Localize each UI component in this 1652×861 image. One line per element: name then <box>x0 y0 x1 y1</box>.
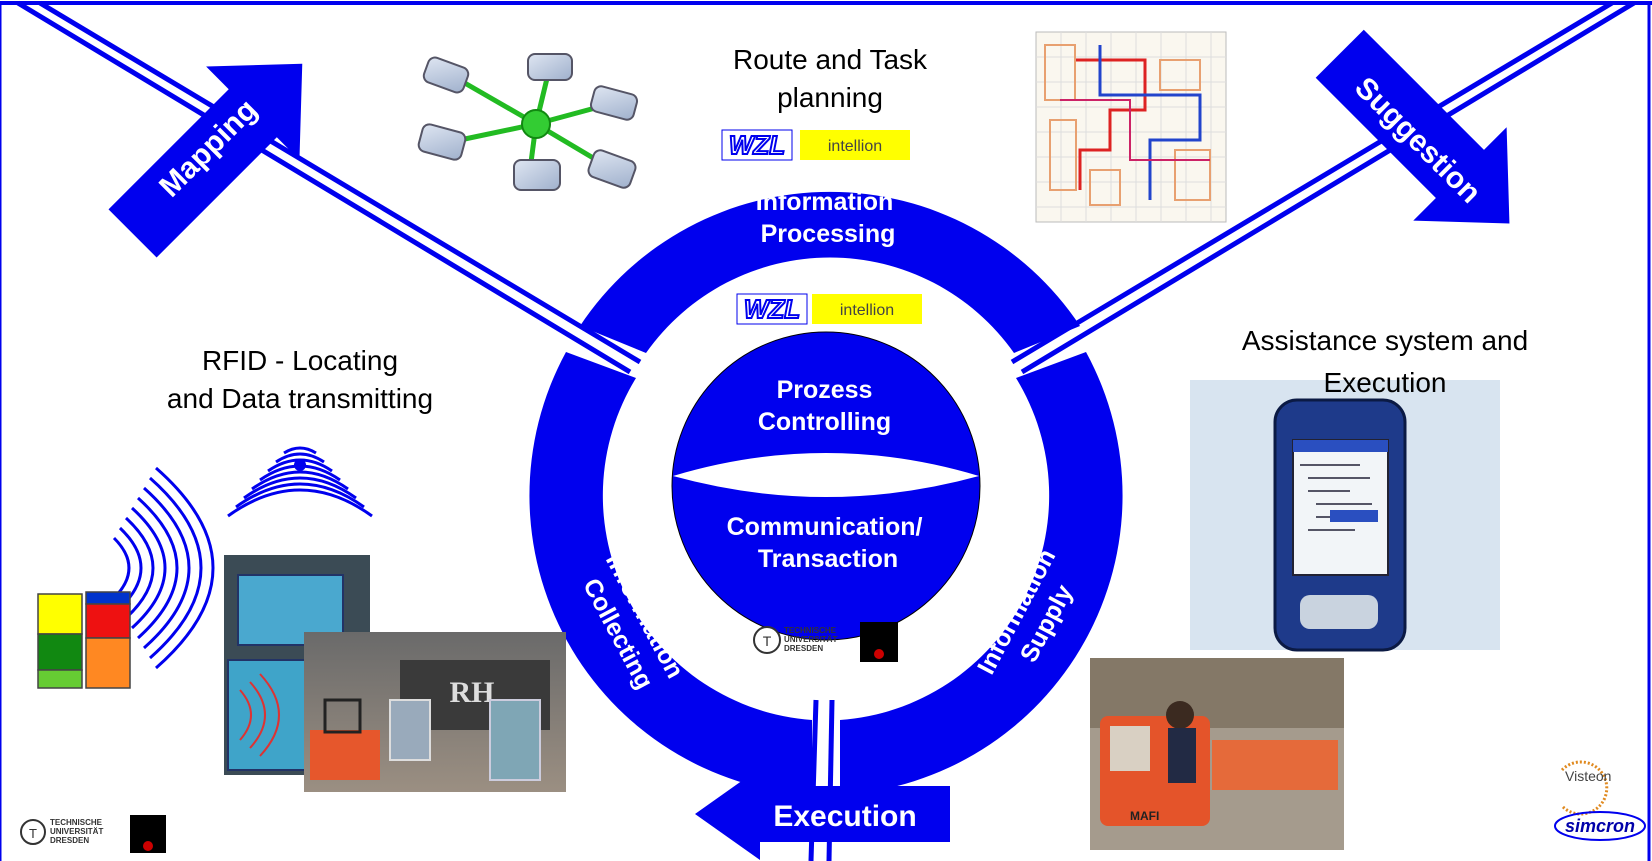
rfid-title-line1: RFID - Locating <box>201 345 399 376</box>
tud-logo-corner: T TECHNISCHE UNIVERSITÄT DRESDEN <box>20 815 166 853</box>
route-planning-title: Route and Task planning <box>690 41 970 117</box>
ring-segment-supply <box>840 352 1123 795</box>
photo-tugger-train: MAFI <box>1090 658 1344 850</box>
tud-corner-line2: UNIVERSITÄT <box>50 827 103 836</box>
ring-segment-processing <box>580 191 1080 353</box>
center-lower-line1: Communication/ <box>727 513 923 541</box>
tud-center-line3: DRESDEN <box>784 644 823 653</box>
center-upper-line1: Prozess <box>777 376 873 404</box>
photo-rh-sign: RH <box>450 676 495 709</box>
svg-text:T: T <box>29 826 37 841</box>
process-ring <box>529 191 1123 795</box>
wzl-logo-center: WZL <box>744 294 800 324</box>
tud-center-line1: TECHNISCHE <box>784 626 837 635</box>
photo-forklift: RH <box>304 632 566 792</box>
floor-plan-map <box>1035 31 1227 223</box>
svg-text:TECHNISCHE UNIVERSITÄT: TECHNISCHE UNIVERSITÄT DRESDEN <box>50 818 106 845</box>
rfid-wave-source <box>294 459 306 471</box>
center-lower-line2: Transaction <box>758 545 898 573</box>
assistance-title-line1: Assistance system and <box>1241 325 1529 356</box>
center-circle <box>671 331 981 641</box>
center-lens <box>673 453 979 497</box>
rfid-title-line2: and Data transmitting <box>166 383 434 414</box>
wzl-logo: WZL <box>729 130 785 160</box>
simcron-logo: simcron <box>1554 811 1646 841</box>
visteon-logo-text: Visteon <box>1565 768 1611 784</box>
tud-logo-center: T TECHNISCHE UNIVERSITÄT DRESDEN <box>753 622 898 662</box>
assistance-title: Assistance system and Execution <box>1200 320 1570 404</box>
network-devices-illustration <box>417 53 639 191</box>
simcron-logo-text: simcron <box>1565 816 1635 836</box>
assistance-title-line2: Execution <box>1323 367 1447 398</box>
svg-text:T: T <box>763 633 772 649</box>
wzl-intellion-logos-top: WZL intellion <box>721 129 910 161</box>
execution-arrow-label: Execution <box>773 800 916 833</box>
rfid-stack-bars <box>37 591 131 689</box>
ring-segment-collecting <box>529 352 812 795</box>
suggestion-arrow <box>1315 29 1510 224</box>
mapping-arrow <box>108 63 303 258</box>
tud-corner-line3: DRESDEN <box>50 836 89 845</box>
intellion-logo-center: intellion <box>840 302 894 319</box>
photo-cart-label: MAFI <box>1130 809 1159 823</box>
rfid-wave-icon <box>227 446 373 518</box>
svg-text:TECHNISCHE UNIVERSITÄT: TECHNISCHE UNIVERSITÄT DRESDEN <box>784 626 840 653</box>
intellion-logo: intellion <box>828 138 882 155</box>
rfid-side-waves <box>112 466 215 670</box>
ring-processing-line1: Information <box>756 188 894 216</box>
svg-text:Prozess Controlling Co: Prozess Controlling Communication/ Trans… <box>727 376 930 573</box>
route-planning-title-line1: Route and Task <box>732 44 928 75</box>
photo-handheld-device <box>1190 380 1500 652</box>
center-upper-line2: Controlling <box>758 408 891 436</box>
tud-center-line2: UNIVERSITÄT <box>784 635 837 644</box>
wzl-intellion-logos-center: WZL intellion <box>736 293 922 325</box>
rfid-title: RFID - Locating and Data transmitting <box>140 342 460 418</box>
tud-corner-line1: TECHNISCHE <box>50 818 103 827</box>
execution-arrow <box>695 768 950 860</box>
ring-processing-line2: Processing <box>761 220 896 248</box>
route-planning-title-line2: planning <box>777 82 883 113</box>
svg-text:Information Processing: Information Processing <box>756 188 900 248</box>
visteon-logo: Visteon <box>1560 760 1611 816</box>
connector-lines <box>16 0 1636 861</box>
